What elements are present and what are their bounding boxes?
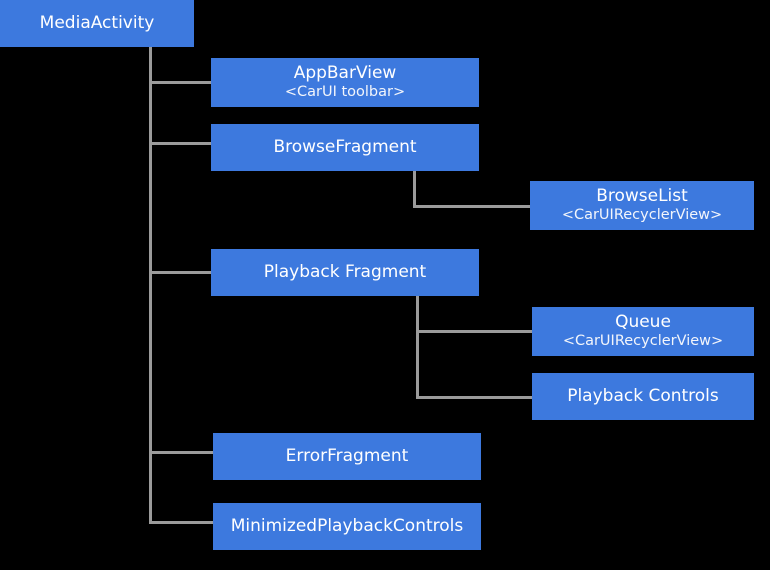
node-title: BrowseFragment	[273, 137, 417, 158]
node-playback-fragment[interactable]: Playback Fragment	[211, 249, 479, 296]
edge-branch-playback-fragment	[149, 271, 211, 274]
edge-branch-minimized-playback-controls	[149, 521, 213, 524]
edge-branch-browse-fragment	[149, 142, 211, 145]
node-browse-fragment[interactable]: BrowseFragment	[211, 124, 479, 171]
node-playback-controls[interactable]: Playback Controls	[532, 373, 754, 420]
edge-branch-browse-list	[413, 205, 530, 208]
node-subtitle: <CarUIRecyclerView>	[561, 207, 723, 224]
edge-branch-app-bar-view	[149, 81, 211, 84]
node-subtitle: <CarUI toolbar>	[284, 84, 406, 101]
node-minimized-playback-controls[interactable]: MinimizedPlaybackControls	[213, 503, 481, 550]
node-title: ErrorFragment	[285, 446, 409, 467]
node-subtitle: <CarUIRecyclerView>	[562, 333, 724, 350]
edge-trunk-browse-fragment	[413, 171, 416, 208]
edge-branch-queue	[416, 330, 532, 333]
node-media-activity[interactable]: MediaActivity	[0, 0, 194, 47]
edge-branch-playback-controls	[416, 396, 532, 399]
edge-branch-error-fragment	[149, 451, 213, 454]
node-title: MediaActivity	[39, 13, 155, 34]
node-error-fragment[interactable]: ErrorFragment	[213, 433, 481, 480]
node-title: Queue	[615, 312, 671, 333]
edge-trunk-media-activity	[149, 47, 152, 524]
node-app-bar-view[interactable]: AppBarView <CarUI toolbar>	[211, 58, 479, 107]
edge-trunk-playback-fragment	[416, 296, 419, 399]
node-title: MinimizedPlaybackControls	[230, 516, 464, 537]
node-title: BrowseList	[596, 186, 688, 207]
node-queue[interactable]: Queue <CarUIRecyclerView>	[532, 307, 754, 356]
node-title: Playback Controls	[567, 386, 719, 407]
node-browse-list[interactable]: BrowseList <CarUIRecyclerView>	[530, 181, 754, 230]
node-title: Playback Fragment	[263, 262, 427, 283]
node-title: AppBarView	[293, 63, 397, 84]
